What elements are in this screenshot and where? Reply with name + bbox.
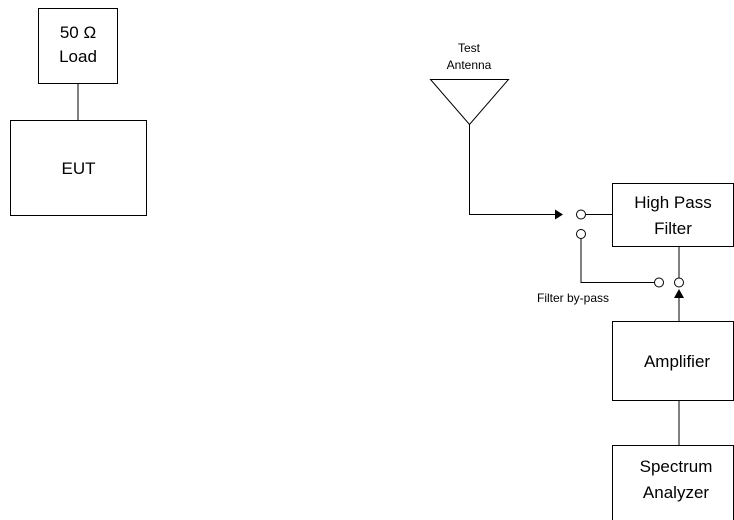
antenna-cable [469,124,556,215]
bypass-label: Filter by-pass [537,291,609,305]
eut-block: EUT [10,120,147,216]
amplifier-label: Amplifier [644,352,710,371]
high-pass-filter-block: High Pass Filter [612,183,734,247]
spectrum-label-line1: Spectrum [640,457,713,476]
high-pass-label-line1: High Pass [634,193,711,212]
antenna-arrow-icon [555,209,563,220]
amplifier-block: Amplifier [612,321,734,401]
bypass-output-terminal [654,277,664,288]
filter-input-terminal [576,209,586,220]
antenna-label-line1: Test [458,41,481,55]
bypass-wire [580,238,655,283]
eut-label: EUT [62,159,96,178]
bypass-input-terminal [576,229,586,239]
load-label-line1: 50 Ω [60,23,96,42]
antenna-icon [429,79,510,126]
antenna-label-line2: Antenna [447,58,492,72]
spectrum-analyzer-block: Spectrum Analyzer [612,445,734,520]
load-block: 50 Ω Load [38,8,118,84]
spectrum-label-line2: Analyzer [643,483,709,502]
filter-output-terminal [674,277,684,288]
load-label-line2: Load [59,47,97,66]
test-antenna: Test Antenna [429,41,510,126]
high-pass-label-line2: Filter [654,219,692,238]
amplifier-arrow-icon [674,289,684,298]
